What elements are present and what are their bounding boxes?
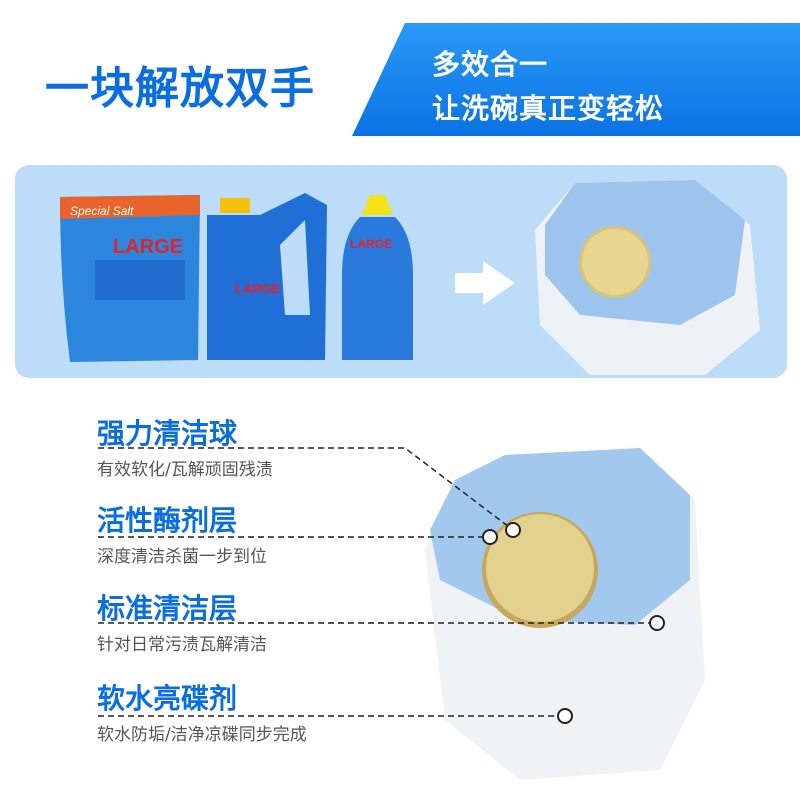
svg-text:LARGE: LARGE [350,237,392,251]
detergent-jug-image: LARGE [207,193,327,360]
leader-line-1 [98,447,514,531]
feature-title: 活性酶剂层 [97,504,238,537]
feature-title: 软水亮碟剂 [97,682,238,715]
slogan-line-1: 多效合一 [432,48,549,81]
feature-title: 强力清洁球 [97,417,238,450]
slogan-line-2: 让洗碗真正变轻松 [432,92,665,125]
feature-desc: 有效软化/瓦解顽固残渍 [97,460,273,480]
feature-desc: 深度清洁杀菌一步到位 [97,547,267,567]
feature-desc: 软水防垢/洁净凉碟同步完成 [97,725,307,745]
marker-dot-2 [482,529,498,545]
tablet-diagram [98,447,705,780]
rinse-aid-bottle-image: LARGE [342,195,413,360]
salt-bag-image: Special Salt LARGE [60,195,200,362]
dishwasher-tablet-large [425,448,705,780]
marker-dot-4 [557,708,573,724]
slogan-banner: 多效合一 让洗碗真正变轻松 [352,23,800,136]
comparison-panel: Special Salt LARGE LARGE LARGE [15,165,787,378]
svg-text:LARGE: LARGE [113,236,183,258]
page-title: 一块解放双手 [45,63,315,114]
marker-dot-3 [649,615,665,631]
dishwasher-tablet-small [535,180,760,375]
arrow-right-icon [455,261,515,305]
svg-text:LARGE: LARGE [235,281,281,296]
feature-title: 标准清洁层 [97,592,238,625]
marker-dot-1 [505,522,521,538]
svg-text:Special Salt: Special Salt [70,204,134,218]
feature-desc: 针对日常污渍瓦解清洁 [97,635,267,655]
